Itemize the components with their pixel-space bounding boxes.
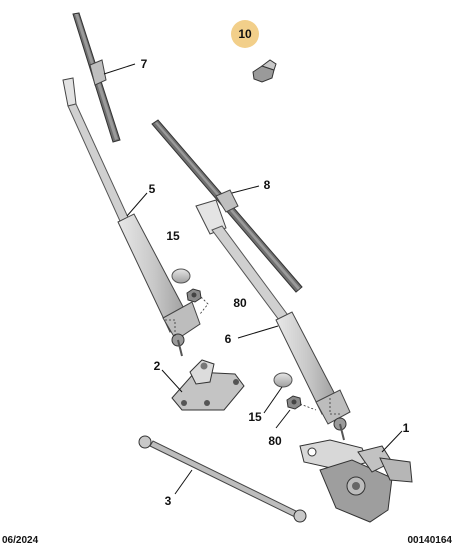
leader-3 bbox=[174, 469, 193, 495]
linkage-rod bbox=[138, 435, 307, 523]
footer-reference: 00140164 bbox=[407, 535, 453, 546]
callout-1: 1 bbox=[403, 421, 410, 435]
callout-5: 5 bbox=[149, 182, 156, 196]
leader-1 bbox=[381, 430, 403, 453]
callout-15-upper: 15 bbox=[166, 229, 180, 243]
leader-15-lower bbox=[263, 386, 283, 414]
callout-6: 6 bbox=[225, 332, 232, 346]
wiper-motor bbox=[299, 439, 413, 523]
callout-8: 8 bbox=[264, 178, 271, 192]
clip-part-10 bbox=[252, 59, 277, 83]
callout-3: 3 bbox=[165, 494, 172, 508]
footer-date: 06/2024 bbox=[2, 535, 39, 546]
pivot-bracket bbox=[171, 359, 245, 411]
cap-15-upper bbox=[171, 268, 191, 284]
callout-80-lower: 80 bbox=[268, 434, 282, 448]
leader-7 bbox=[103, 63, 136, 75]
callout-80-upper: 80 bbox=[233, 296, 247, 310]
wiper-arm-right bbox=[195, 199, 351, 441]
callout-7: 7 bbox=[141, 57, 148, 71]
leader-2 bbox=[161, 369, 183, 393]
callout-15-lower: 15 bbox=[248, 410, 262, 424]
leader-8 bbox=[231, 185, 260, 194]
wiper-blade-right bbox=[151, 119, 303, 293]
wiper-blade-left bbox=[72, 12, 121, 143]
nut-80-upper bbox=[186, 288, 202, 303]
leader-80-lower bbox=[275, 409, 291, 429]
highlight-circle bbox=[231, 20, 259, 48]
nut-80-lower bbox=[286, 395, 302, 410]
callout-10: 10 bbox=[238, 27, 252, 41]
leader-5 bbox=[126, 192, 148, 217]
cap-15-lower bbox=[273, 372, 293, 388]
wiper-arm-left bbox=[62, 77, 201, 357]
callout-2: 2 bbox=[154, 359, 161, 373]
leader-6 bbox=[237, 325, 279, 339]
